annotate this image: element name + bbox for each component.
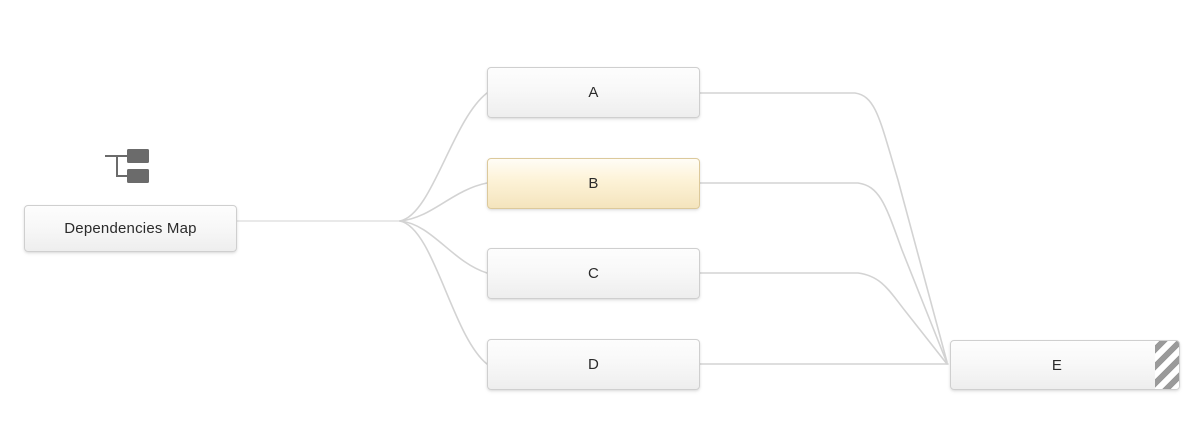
edge-c-e — [699, 272, 948, 365]
node-a[interactable]: A — [487, 67, 700, 118]
edge-fan-a — [399, 92, 488, 222]
node-label: B — [588, 175, 599, 192]
node-label: Dependencies Map — [64, 220, 197, 237]
node-label: D — [587, 356, 600, 373]
node-e[interactable]: E — [950, 340, 1180, 390]
edge-fan-b — [399, 182, 488, 222]
edge-fan-c — [399, 220, 488, 274]
edge-a-e — [699, 92, 948, 363]
edge-fan-d — [399, 220, 488, 365]
clipped-edge-hatch-icon — [1155, 341, 1179, 389]
node-b[interactable]: B — [487, 158, 700, 209]
node-label: A — [588, 84, 599, 101]
node-label: C — [587, 265, 600, 282]
edge-b-e — [699, 182, 948, 364]
node-label: E — [1051, 356, 1063, 374]
node-d[interactable]: D — [487, 339, 700, 390]
node-c[interactable]: C — [487, 248, 700, 299]
node-dependencies-map[interactable]: Dependencies Map — [24, 205, 237, 252]
hierarchy-tree-icon — [105, 149, 149, 183]
